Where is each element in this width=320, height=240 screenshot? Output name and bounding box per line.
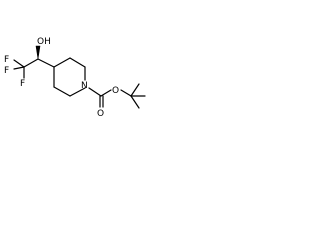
bond-carbonyl-ester-o — [100, 89, 112, 97]
bond-ester-o-tbu — [120, 89, 132, 97]
bond-cf3-f-top — [13, 59, 25, 68]
bond-cf3-chiral — [23, 58, 39, 68]
bond-chiral-ring — [37, 58, 55, 68]
structure-canvas: OH F F F N O O — [0, 0, 152, 152]
atom-label-fluorine-bottom: F — [20, 79, 25, 89]
ring-bond-c3-c2 — [69, 57, 86, 68]
ring-bond-c6-c5 — [53, 86, 71, 97]
atom-label-fluorine-top: F — [4, 55, 9, 65]
wedge-bond-hydroxyl — [35, 45, 41, 60]
ring-bond-n-c6 — [69, 87, 86, 97]
atom-label-ester-oxygen: O — [112, 86, 119, 96]
bond-tbu-methyl-up — [130, 83, 140, 97]
bond-tbu-methyl-down — [130, 95, 140, 109]
atom-label-carbonyl-oxygen: O — [97, 109, 104, 119]
atom-label-fluorine-left: F — [4, 66, 9, 76]
bond-cf3-f-left — [13, 66, 25, 70]
atom-label-hydroxyl: OH — [37, 37, 51, 47]
molecule-diagram: OH F F F N O O — [4, 37, 146, 119]
ring-bond-c4-c3 — [53, 57, 71, 68]
bond-n-carbonyl — [88, 87, 102, 97]
atom-label-ring-nitrogen: N — [81, 81, 88, 91]
